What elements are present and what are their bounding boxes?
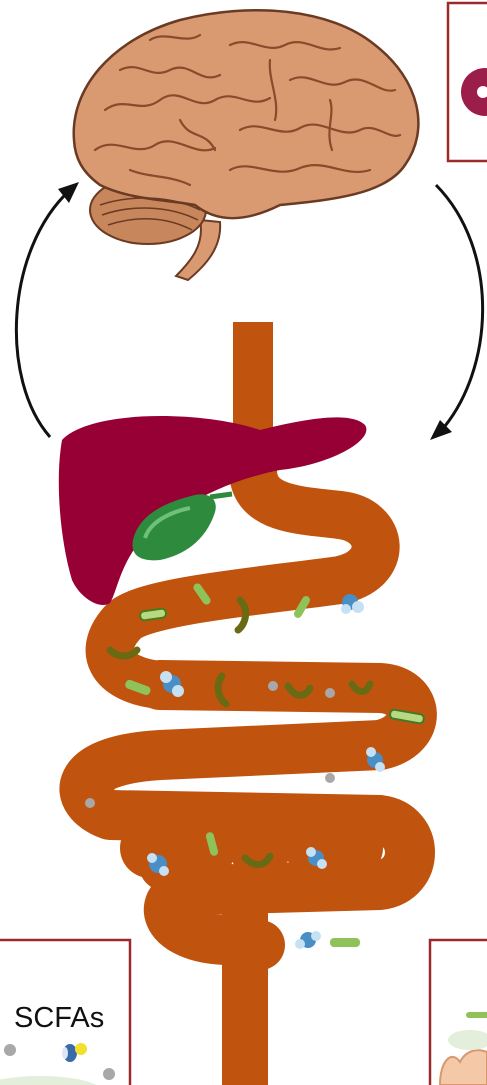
bacteria-icon [330,938,360,947]
particle [325,688,335,698]
bottom-right-panel [430,940,487,1085]
particle [85,798,95,808]
top-right-panel [448,3,487,161]
scfa-particle [4,1044,16,1056]
particle [268,681,278,691]
scfa-particle [103,1068,115,1080]
scfa-label: SCFAs [14,1004,104,1033]
bacteria-cluster-icon [295,931,321,949]
brain-illustration [74,10,419,280]
particle [325,773,335,783]
